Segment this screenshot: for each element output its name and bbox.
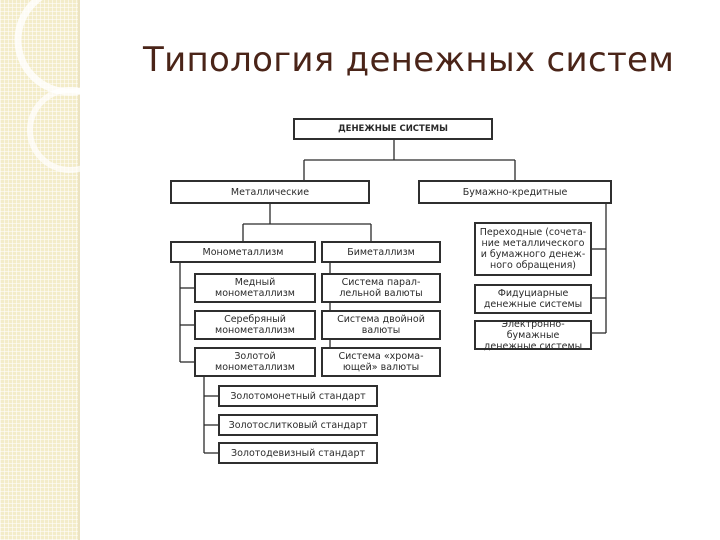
silver-monometallism-box: Серебряный монометаллизм bbox=[194, 310, 316, 340]
gold-coin-standard-box: Золотомонетный стандарт bbox=[218, 385, 378, 407]
electronic-paper-systems-box: Электронно-бумажные денежные системы bbox=[474, 319, 592, 352]
parallel-currency-box: Система парал- лельной валюты bbox=[321, 273, 441, 303]
bimetallism-box: Биметаллизм bbox=[321, 241, 441, 263]
root-box-monetary-systems: ДЕНЕЖНЫЕ СИСТЕМЫ bbox=[293, 118, 493, 140]
double-currency-box: Система двойной валюты bbox=[321, 310, 441, 340]
decorative-circles bbox=[14, 0, 80, 173]
paper-credit-systems-box: Бумажно-кредитные bbox=[418, 180, 612, 204]
gold-monometallism-box: Золотой монометаллизм bbox=[194, 347, 316, 377]
copper-monometallism-box: Медный монометаллизм bbox=[194, 273, 316, 303]
transitional-systems-box: Переходные (сочета- ние металлического и… bbox=[474, 222, 592, 276]
gold-exchange-standard-box: Золотодевизный стандарт bbox=[218, 442, 378, 464]
slide-title: Типология денежных систем bbox=[143, 40, 675, 80]
metallic-systems-box: Металлические bbox=[170, 180, 370, 204]
limping-currency-box: Система «хрома- ющей» валюты bbox=[321, 347, 441, 377]
monometallism-box: Монометаллизм bbox=[170, 241, 316, 263]
side-strip-border bbox=[78, 0, 80, 540]
fiduciary-systems-box: Фидуциарные денежные системы bbox=[474, 284, 592, 314]
gold-bullion-standard-box: Золотослитковый стандарт bbox=[218, 414, 378, 436]
